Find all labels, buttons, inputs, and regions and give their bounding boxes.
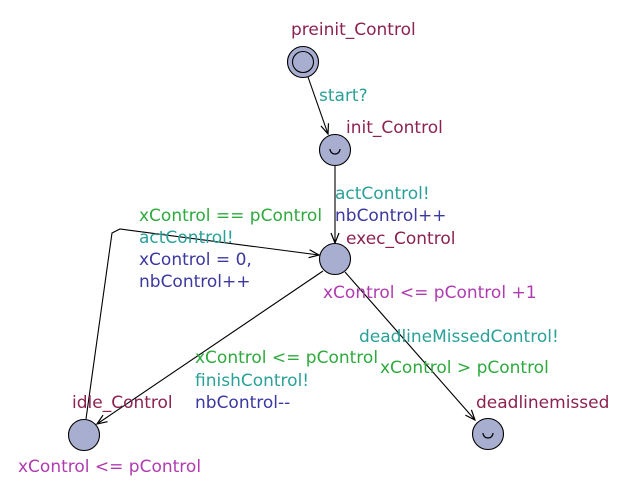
location-name-idle: idle_Control bbox=[72, 393, 173, 413]
location-name-deadlinemissed: deadlinemissed bbox=[476, 393, 609, 413]
update-label: nbControl++ bbox=[139, 272, 251, 292]
location-name-preinit: preinit_Control bbox=[291, 20, 416, 40]
urgent-icon bbox=[329, 148, 341, 155]
location-deadlinemissed[interactable] bbox=[471, 417, 505, 451]
sync-label: actControl! bbox=[139, 228, 234, 248]
edge-exec-to-missed[interactable] bbox=[344, 271, 475, 420]
sync-label: finishControl! bbox=[195, 371, 309, 391]
sync-label: actControl! bbox=[335, 184, 430, 204]
sync-label: start? bbox=[319, 86, 368, 106]
edge-preinit-to-init[interactable] bbox=[307, 76, 328, 134]
location-exec[interactable] bbox=[318, 242, 352, 276]
location-name-init: init_Control bbox=[346, 118, 443, 138]
invariant-exec: xControl <= pControl +1 bbox=[323, 283, 537, 303]
update-label: nbControl-- bbox=[195, 393, 290, 413]
edge-exec-to-idle[interactable] bbox=[97, 270, 324, 424]
initial-location-icon bbox=[291, 50, 315, 74]
guard-label: xControl <= pControl bbox=[195, 348, 378, 368]
guard-label: xControl > pControl bbox=[380, 358, 549, 378]
location-name-exec: exec_Control bbox=[346, 229, 455, 249]
invariant-idle: xControl <= pControl bbox=[18, 457, 201, 477]
update-label: xControl = 0, bbox=[139, 250, 252, 270]
location-init[interactable] bbox=[318, 133, 352, 167]
edge-idle-to-exec[interactable] bbox=[85, 228, 319, 420]
sync-label: deadlineMissedControl! bbox=[359, 327, 559, 347]
location-preinit[interactable] bbox=[286, 45, 320, 79]
guard-label: xControl == pControl bbox=[139, 206, 322, 226]
location-idle[interactable] bbox=[67, 418, 101, 452]
update-label: nbControl++ bbox=[335, 206, 447, 226]
urgent-icon bbox=[482, 432, 494, 439]
